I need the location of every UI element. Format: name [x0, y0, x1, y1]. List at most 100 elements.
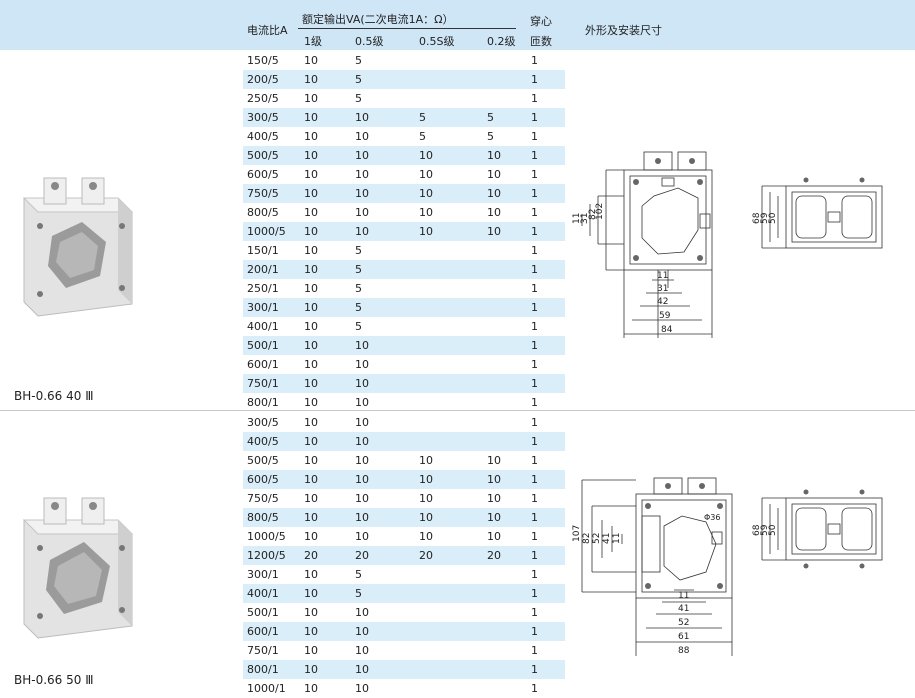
turns-cell: 1 — [531, 339, 538, 352]
dim-31: 31 — [580, 213, 590, 224]
turns-cell: 1 — [531, 416, 538, 429]
class-05-cell: 10 — [355, 339, 369, 352]
class-05-header: 0.5级 — [355, 35, 384, 48]
class-1-cell: 10 — [304, 568, 318, 581]
dim-41: 41 — [602, 533, 612, 544]
class-1-cell: 10 — [304, 320, 318, 333]
class-1-cell: 10 — [304, 168, 318, 181]
ratio-cell: 200/1 — [247, 263, 279, 276]
class-1-cell: 10 — [304, 473, 318, 486]
ratio-cell: 150/1 — [247, 244, 279, 257]
ratio-cell: 500/5 — [247, 149, 279, 162]
class-02-cell: 10 — [487, 492, 501, 505]
dim-59b: 59 — [760, 524, 770, 536]
turns-cell: 1 — [531, 54, 538, 67]
class-05-cell: 10 — [355, 511, 369, 524]
table-row: 150/1 10 5 1 — [243, 241, 565, 260]
class-05-cell: 10 — [355, 206, 369, 219]
turns-cell: 1 — [531, 130, 538, 143]
class-05-cell: 10 — [355, 454, 369, 467]
turns-cell: 1 — [531, 435, 538, 448]
class-1-cell: 10 — [304, 492, 318, 505]
turns-cell: 1 — [531, 530, 538, 543]
class-1-cell: 10 — [304, 663, 318, 676]
ratio-cell: 500/5 — [247, 454, 279, 467]
class-1-cell: 10 — [304, 92, 318, 105]
turns-cell: 1 — [531, 92, 538, 105]
class-05-cell: 10 — [355, 377, 369, 390]
class-05-cell: 10 — [355, 130, 369, 143]
class-1-cell: 10 — [304, 111, 318, 124]
class-05s-cell: 10 — [419, 168, 433, 181]
class-05-cell: 10 — [355, 168, 369, 181]
class-05-cell: 10 — [355, 416, 369, 429]
turns-cell: 1 — [531, 168, 538, 181]
class-02-cell: 10 — [487, 149, 501, 162]
ratio-cell: 500/1 — [247, 339, 279, 352]
ratio-cell: 300/1 — [247, 301, 279, 314]
class-05-cell: 10 — [355, 187, 369, 200]
class-05s-cell: 10 — [419, 206, 433, 219]
dim-b11: 11 — [657, 271, 668, 281]
section-divider — [0, 410, 915, 411]
class-05-cell: 10 — [355, 225, 369, 238]
class-02-cell: 10 — [487, 168, 501, 181]
ratio-cell: 800/1 — [247, 663, 279, 676]
dim-c52: 52 — [678, 618, 689, 628]
turns-cell: 1 — [531, 549, 538, 562]
ratio-cell: 800/5 — [247, 511, 279, 524]
ratio-cell: 1000/5 — [247, 530, 286, 543]
class-02-cell: 10 — [487, 530, 501, 543]
ratio-cell: 400/5 — [247, 130, 279, 143]
turns-cell: 1 — [531, 244, 538, 257]
ratio-cell: 800/5 — [247, 206, 279, 219]
class-05-cell: 10 — [355, 111, 369, 124]
turns-cell: 1 — [531, 682, 538, 695]
dim-59: 59 — [760, 212, 770, 224]
class-05-cell: 10 — [355, 625, 369, 638]
turns-cell: 1 — [531, 149, 538, 162]
product-photo-bh-40 — [22, 177, 134, 317]
class-1-cell: 10 — [304, 606, 318, 619]
class-1-cell: 20 — [304, 549, 318, 562]
dim-50: 50 — [768, 212, 778, 224]
ratio-cell: 1200/5 — [247, 549, 286, 562]
class-1-cell: 10 — [304, 587, 318, 600]
turns-cell: 1 — [531, 473, 538, 486]
ratio-cell: 600/5 — [247, 168, 279, 181]
ratio-cell: 600/5 — [247, 473, 279, 486]
class-1-cell: 10 — [304, 511, 318, 524]
class-05s-header: 0.5S级 — [419, 35, 455, 48]
dim-c11: 11 — [678, 591, 689, 601]
class-05-cell: 10 — [355, 396, 369, 409]
class-1-cell: 10 — [304, 244, 318, 257]
class-1-cell: 10 — [304, 377, 318, 390]
class-05-cell: 5 — [355, 244, 362, 257]
dim-102: 102 — [595, 203, 605, 220]
class-02-cell: 10 — [487, 187, 501, 200]
model-label-bh-40: BH-0.66 40 Ⅲ — [14, 389, 94, 403]
class-05s-cell: 5 — [419, 111, 426, 124]
dim-11: 11 — [572, 213, 582, 224]
class-05-cell: 10 — [355, 435, 369, 448]
class-02-cell: 20 — [487, 549, 501, 562]
ratio-cell: 300/1 — [247, 568, 279, 581]
